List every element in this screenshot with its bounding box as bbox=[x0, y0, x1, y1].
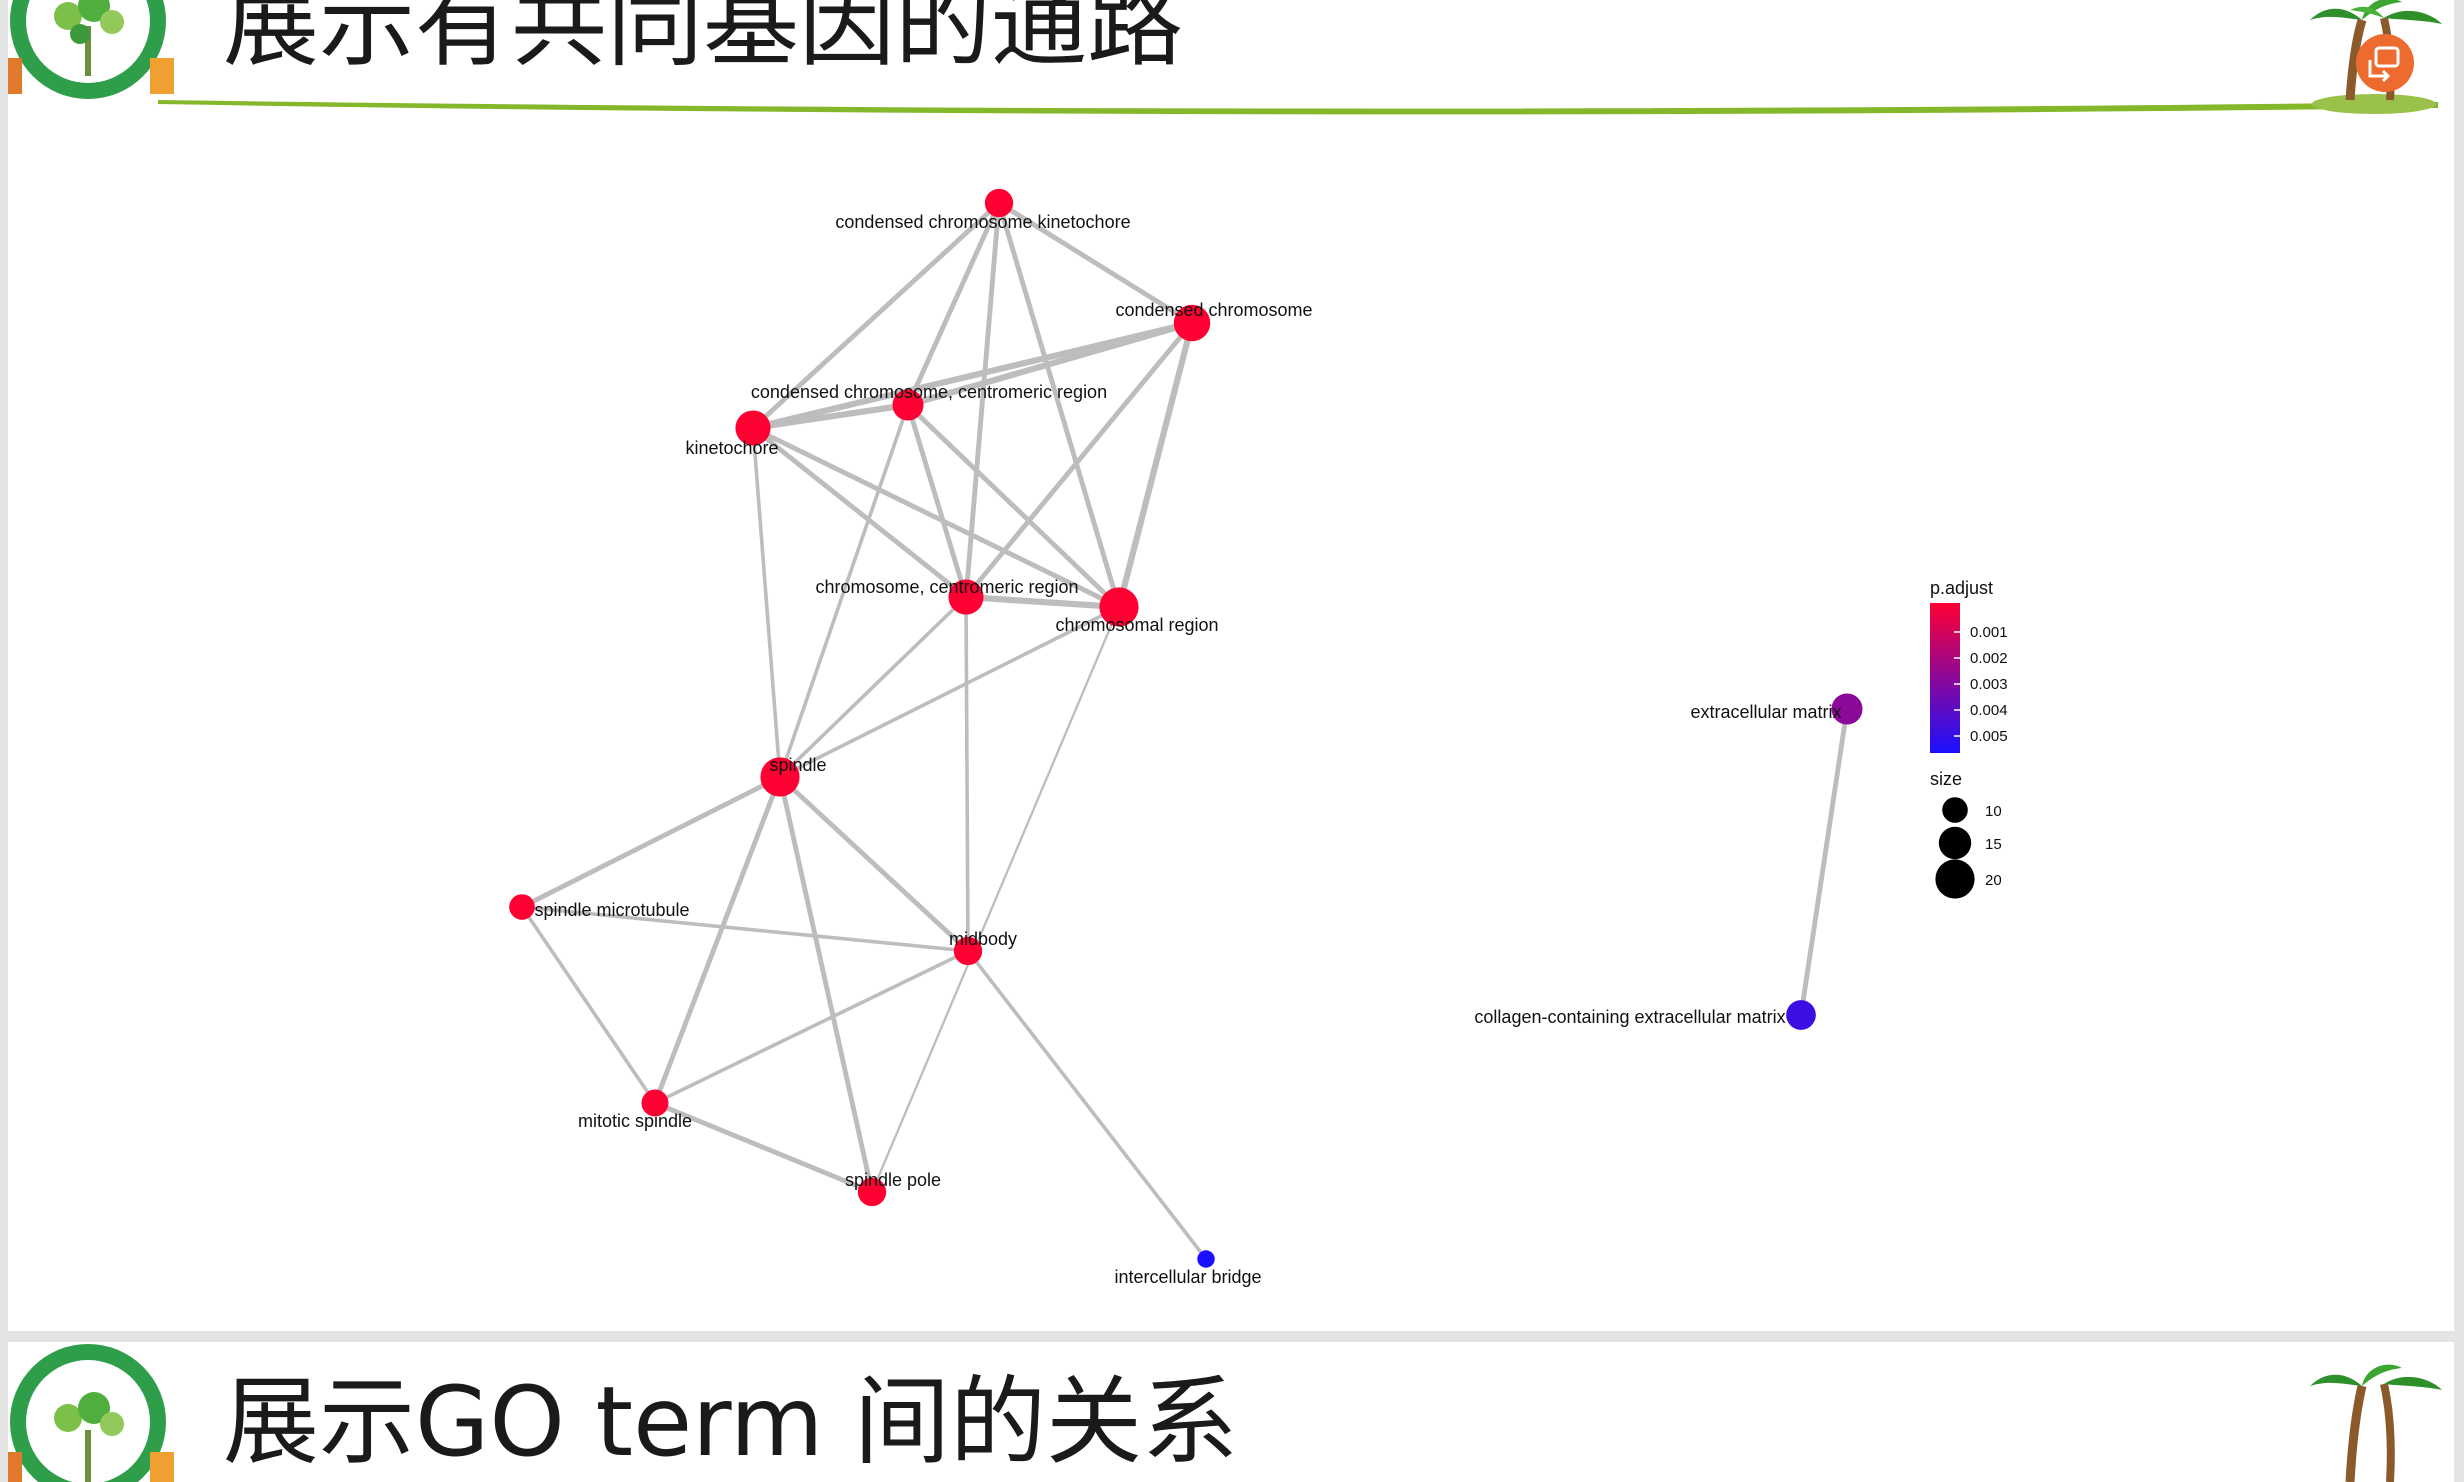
network-edge bbox=[997, 200, 1194, 326]
network-node[interactable] bbox=[948, 579, 984, 615]
network-node[interactable] bbox=[953, 936, 983, 966]
legend-size-title: size bbox=[1930, 769, 1962, 789]
logo-tree-icon bbox=[8, 1344, 174, 1482]
network-edge bbox=[964, 596, 970, 952]
network-edge bbox=[963, 202, 1002, 598]
network-node[interactable] bbox=[509, 894, 535, 920]
network-edge bbox=[906, 403, 1121, 609]
network-edge bbox=[520, 905, 657, 1105]
node-label: spindle pole bbox=[845, 1170, 941, 1190]
network-edge bbox=[654, 1100, 873, 1195]
node-label: intercellular bridge bbox=[1114, 1267, 1261, 1287]
node-label: condensed chromosome bbox=[1115, 300, 1312, 320]
legend-size-key bbox=[1942, 797, 1968, 823]
node-label: mitotic spindle bbox=[578, 1111, 692, 1131]
network-edge bbox=[777, 776, 875, 1193]
network-edge bbox=[652, 776, 783, 1104]
network-edge bbox=[752, 319, 1193, 432]
network-edge bbox=[751, 426, 968, 599]
legend: p.adjust 0.001 0.002 0.003 0.004 0.005 size 10 1… bbox=[1930, 578, 2008, 899]
label-layer: condensed chromosome kinetochore condense… bbox=[534, 212, 1841, 1287]
network-node[interactable] bbox=[857, 1177, 887, 1207]
network-edge bbox=[1115, 322, 1196, 608]
node-label: condensed chromosome kinetochore bbox=[835, 212, 1130, 232]
network-edge bbox=[520, 774, 782, 910]
network-edge bbox=[905, 404, 969, 598]
network-edge bbox=[751, 201, 1001, 430]
network-edge bbox=[966, 949, 1208, 1261]
palm-tree-icon bbox=[2310, 0, 2442, 114]
legend-color-tick-label: 0.003 bbox=[1970, 676, 2008, 693]
legend-color-tick-label: 0.004 bbox=[1970, 702, 2008, 719]
network-node[interactable] bbox=[641, 1089, 669, 1117]
node-label: kinetochore bbox=[685, 438, 778, 458]
network-edge bbox=[996, 202, 1122, 608]
network-node[interactable] bbox=[984, 188, 1014, 218]
legend-size-key bbox=[1938, 826, 1972, 860]
network-node[interactable] bbox=[892, 389, 924, 421]
network-node[interactable] bbox=[760, 757, 800, 797]
node-label: chromosome, centromeric region bbox=[815, 577, 1078, 597]
edge-layer bbox=[520, 200, 1850, 1261]
network-node[interactable] bbox=[1831, 693, 1863, 725]
share-button[interactable] bbox=[2356, 34, 2414, 92]
node-label: extracellular matrix bbox=[1690, 702, 1841, 722]
legend-color-bar bbox=[1930, 603, 1960, 753]
page-title: 展示GO term 间的关系 bbox=[223, 1366, 1238, 1478]
network-node[interactable] bbox=[1197, 1250, 1215, 1268]
network-node[interactable] bbox=[1173, 304, 1211, 342]
network-node[interactable] bbox=[1786, 1000, 1816, 1030]
network-edge bbox=[521, 905, 969, 953]
network-edge bbox=[1798, 708, 1850, 1016]
node-label: collagen-containing extracellular matrix bbox=[1474, 1007, 1785, 1027]
title-underline bbox=[158, 100, 2438, 115]
network-edge bbox=[870, 606, 1121, 1193]
network-edge bbox=[905, 201, 1002, 407]
go-network-graph: condensed chromosome kinetochore condense… bbox=[509, 188, 2008, 1287]
network-edge bbox=[778, 404, 910, 778]
legend-size-key bbox=[1935, 859, 1975, 899]
network-edge bbox=[779, 605, 1120, 779]
legend-size-label: 20 bbox=[1985, 872, 2002, 889]
legend-color-title: p.adjust bbox=[1930, 578, 1993, 598]
title-underline-stroke bbox=[158, 100, 2438, 115]
slide-go-relations: 展示GO term 间的关系 bbox=[8, 1342, 2454, 1482]
network-node[interactable] bbox=[735, 410, 771, 446]
node-label: spindle microtubule bbox=[534, 900, 689, 920]
legend-color-tick-label: 0.005 bbox=[1970, 728, 2008, 745]
node-label: condensed chromosome, centromeric region bbox=[751, 382, 1107, 402]
network-edge bbox=[778, 595, 968, 779]
page-title: 展示有共同基因的通路 bbox=[223, 0, 1183, 80]
share-icon bbox=[2368, 46, 2400, 83]
logo-tree-icon bbox=[8, 0, 174, 99]
palm-tree-icon bbox=[2310, 1364, 2442, 1482]
network-edge bbox=[752, 401, 909, 432]
network-edge bbox=[654, 949, 969, 1105]
network-edge bbox=[751, 425, 1121, 610]
legend-color-tick-label: 0.002 bbox=[1970, 650, 2008, 667]
network-edge bbox=[965, 593, 1120, 611]
legend-color-tick-label: 0.001 bbox=[1970, 624, 2008, 641]
legend-size-label: 10 bbox=[1985, 803, 2002, 820]
node-label: midbody bbox=[949, 929, 1017, 949]
legend-size-label: 15 bbox=[1985, 836, 2002, 853]
node-label: spindle bbox=[769, 755, 826, 775]
network-edge bbox=[751, 427, 782, 778]
node-layer bbox=[509, 188, 1863, 1268]
slide-network: 展示有共同基因的通路 condensed chromosome kinetoch… bbox=[8, 0, 2454, 1331]
network-node[interactable] bbox=[1099, 587, 1139, 627]
network-edge bbox=[778, 775, 970, 953]
node-label: chromosomal region bbox=[1055, 615, 1218, 635]
